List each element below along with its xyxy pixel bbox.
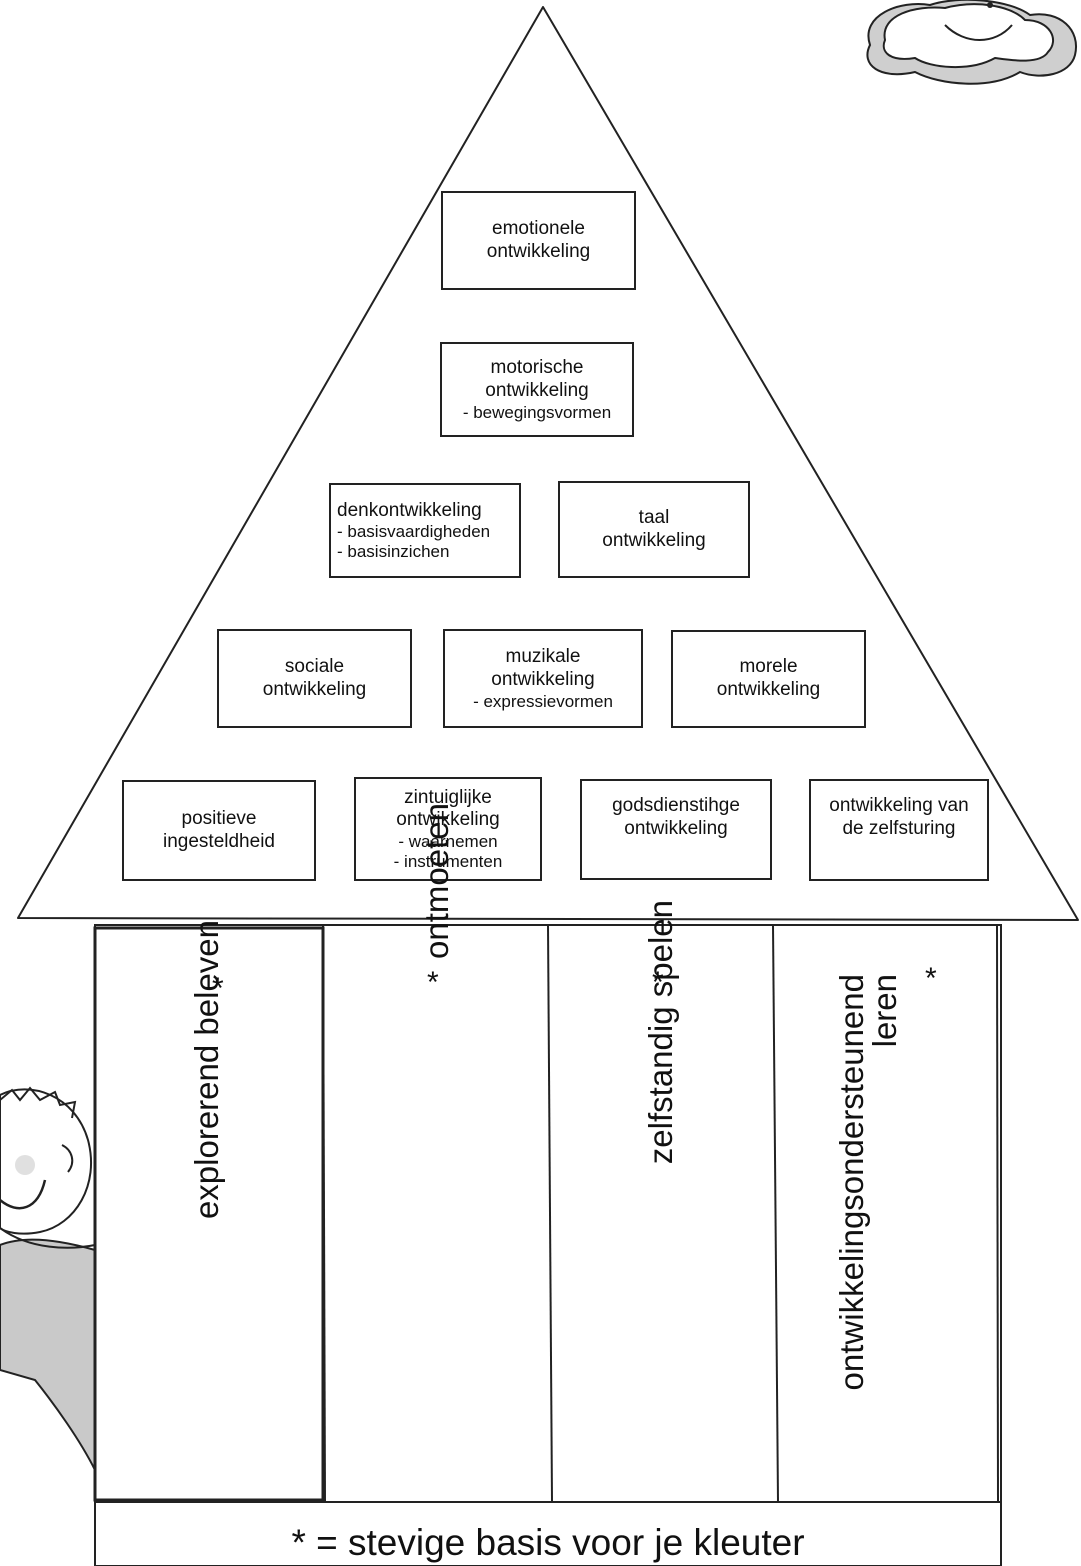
box-godsdienstige-ontwikkeling: godsdienstihge ontwikkeling: [580, 779, 772, 880]
pillar-divider: [772, 924, 779, 1503]
box-taal-ontwikkeling: taal ontwikkeling: [558, 481, 750, 578]
box-line: ontwikkeling van: [829, 795, 969, 816]
pillar-label-ontmoeten: ontmoeten: [418, 803, 460, 1363]
box-zintuiglijke-ontwikkeling: zintuiglijke ontwikkeling - waarnemen - …: [354, 777, 542, 881]
box-line: taal: [638, 506, 670, 528]
pillar-star: *: [212, 972, 224, 1005]
box-subline: - bewegingsvormen: [462, 402, 612, 422]
child-illustration: [0, 1086, 96, 1471]
box-line: ingesteldheid: [163, 830, 275, 852]
box-subline: - instrumenten: [393, 851, 503, 871]
box-line: morele: [739, 656, 798, 678]
box-subline: - waarnemen: [398, 832, 498, 852]
foundation-caption: * = stevige basis voor je kleuter: [291, 1522, 805, 1563]
box-line: de zelfsturing: [842, 817, 956, 839]
pillar-line: leren: [866, 974, 903, 1048]
pillar-line: zelfstandig spelen: [642, 900, 679, 1165]
pillar-star: *: [925, 962, 937, 995]
box-line: muzikale: [505, 645, 581, 667]
box-line: motorische: [490, 356, 584, 378]
pillar-line: ontmoeten: [418, 803, 455, 959]
box-positieve-ingesteldheid: positieve ingesteldheid: [122, 780, 316, 881]
box-line: zintuiglijke: [404, 786, 492, 808]
box-muzikale-ontwikkeling: muzikale ontwikkeling - expressievormen: [443, 629, 643, 728]
box-zelfsturing: ontwikkeling van de zelfsturing: [809, 779, 989, 881]
box-line: sociale: [284, 655, 345, 677]
pillar-star: *: [652, 966, 664, 999]
box-emotionele-ontwikkeling: emotionele ontwikkeling: [441, 191, 636, 290]
box-sociale-ontwikkeling: sociale ontwikkeling: [217, 629, 412, 728]
pillar-divider: [547, 924, 553, 1503]
pillar-divider: [996, 924, 999, 1503]
box-line: ontwikkeling: [486, 240, 591, 262]
pillar-star: *: [427, 966, 439, 999]
pillar-line: ontwikkelingsondersteunend: [833, 974, 870, 1391]
box-subline: - basisinzichen: [337, 541, 450, 561]
box-line: emotionele: [492, 217, 585, 239]
box-motorische-ontwikkeling: motorische ontwikkeling - bewegingsvorme…: [440, 342, 634, 437]
box-line: ontwikkeling: [485, 379, 589, 401]
pillar-label-zelfstandig: zelfstandig spelen: [642, 900, 684, 1460]
box-line: denkontwikkeling: [337, 499, 482, 521]
box-line: ontwikkeling: [716, 679, 821, 700]
box-line: ontwikkeling: [602, 529, 706, 551]
box-line: ontwikkeling: [262, 678, 367, 700]
box-line: godsdienstihge: [612, 795, 740, 816]
box-line: ontwikkeling: [396, 809, 500, 831]
pillar-label-ontwikkelingsondersteunend: ontwikkelingsondersteunend leren: [833, 974, 907, 1494]
cloud-illustration: [866, 0, 1078, 85]
box-denkontwikkeling: denkontwikkeling - basisvaardigheden - b…: [329, 483, 521, 578]
box-subline: - expressievormen: [473, 691, 613, 711]
box-line: ontwikkeling: [624, 817, 728, 839]
pillar-line: explorerend beleven: [188, 920, 225, 1220]
box-subline: - basisvaardigheden: [337, 522, 491, 542]
box-morele-ontwikkeling: morele ontwikkeling: [671, 630, 866, 728]
box-line: positieve: [181, 807, 257, 829]
pillar-frame: [93, 926, 325, 1502]
pillar-label-explorerend: explorerend beleven: [188, 920, 230, 1480]
box-line: ontwikkeling: [491, 668, 595, 690]
